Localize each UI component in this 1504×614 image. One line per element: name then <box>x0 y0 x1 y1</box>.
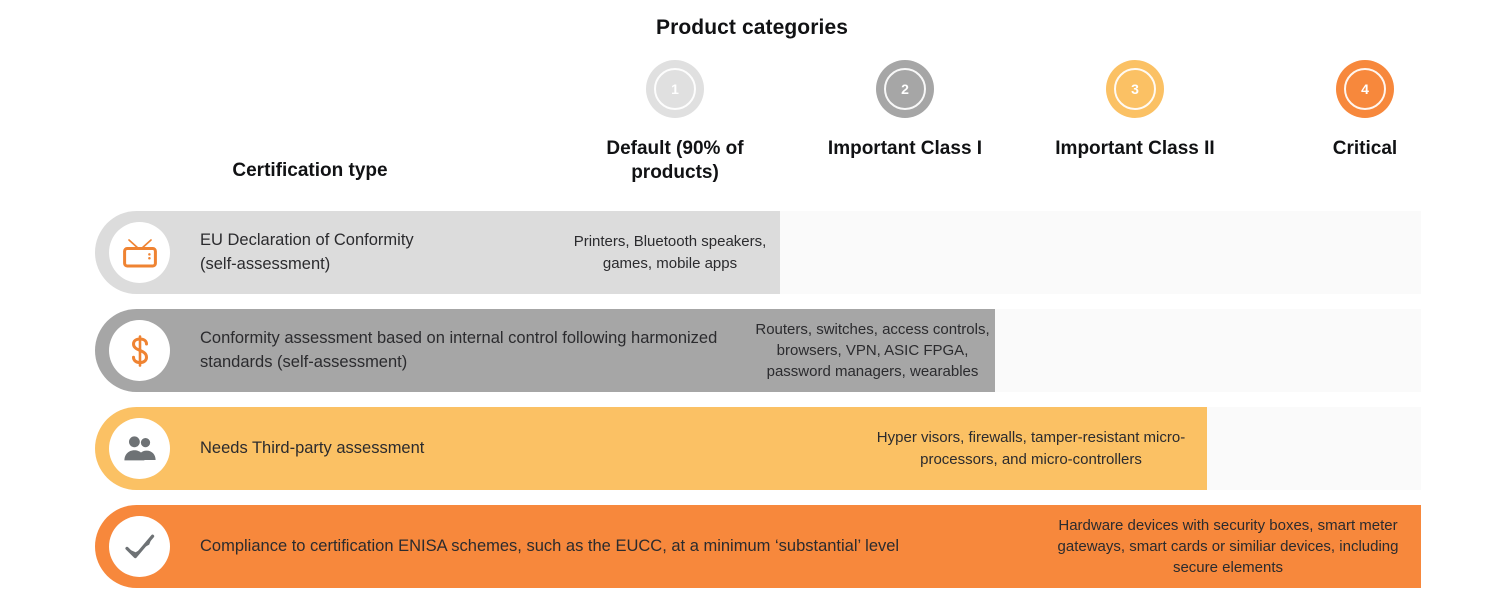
row-examples: Routers, switches, access controls, brow… <box>755 320 990 381</box>
row-examples: Printers, Bluetooth speakers, games, mob… <box>573 233 767 272</box>
certification-label: Conformity assessment based on internal … <box>200 328 718 371</box>
column-label-1: Default (90% of products) <box>606 138 744 184</box>
row-examples: Hyper visors, firewalls, tamper-resistan… <box>876 429 1186 468</box>
certification-type-heading: Certification type <box>232 160 388 181</box>
column-label-2: Important Class I <box>827 138 983 159</box>
dollar-sign-icon <box>109 320 170 381</box>
category-badge-number-3: 3 <box>1114 68 1156 110</box>
category-badge-number-1: 1 <box>654 68 696 110</box>
row-fill <box>95 309 995 392</box>
page-title: Product categories <box>655 16 849 39</box>
certification-label: Needs Third-party assessment <box>200 438 425 457</box>
row-examples: Hardware devices with security boxes, sm… <box>1057 516 1399 577</box>
category-badge-4: 4 <box>1336 60 1394 118</box>
category-badge-1: 1 <box>646 60 704 118</box>
category-badge-2: 2 <box>876 60 934 118</box>
column-header-1: 1 Default (90% of products) <box>560 60 790 190</box>
column-label-3: Important Class II <box>1055 138 1215 159</box>
category-badge-number-2: 2 <box>884 68 926 110</box>
column-header-2: 2 Important Class I <box>790 60 1020 190</box>
column-header-4: 4 Critical <box>1250 60 1480 190</box>
checkmark-icon <box>109 516 170 577</box>
row-fill <box>95 407 1207 490</box>
certification-label: Compliance to certification ENISA scheme… <box>200 536 900 555</box>
product-category-headers: 1 Default (90% of products) 2 Important … <box>560 60 1480 190</box>
column-label-4: Critical <box>1332 138 1398 159</box>
category-badge-3: 3 <box>1106 60 1164 118</box>
row-fill <box>95 505 1421 588</box>
retro-tv-icon <box>109 222 170 283</box>
row-fill <box>95 211 780 294</box>
column-header-3: 3 Important Class II <box>1020 60 1250 190</box>
people-icon <box>109 418 170 479</box>
category-badge-number-4: 4 <box>1344 68 1386 110</box>
certification-label: EU Declaration of Conformity (self-asses… <box>200 230 414 273</box>
